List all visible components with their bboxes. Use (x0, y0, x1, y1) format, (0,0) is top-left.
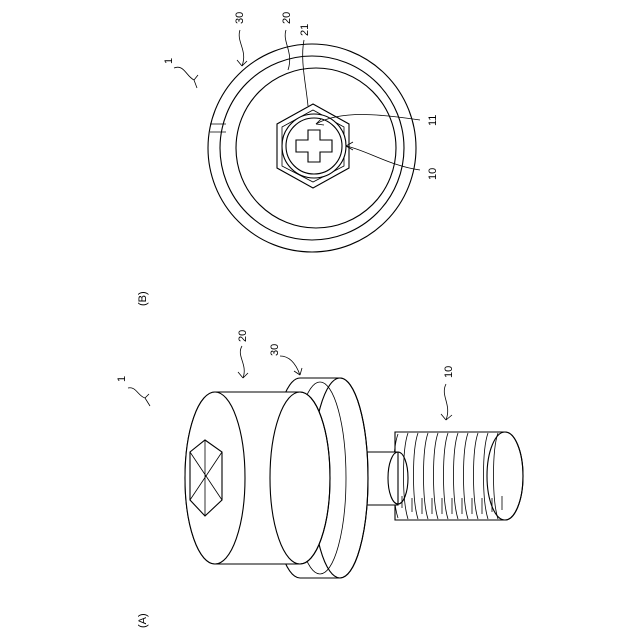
leader-1-b (174, 67, 194, 80)
ref-1-b: 1 (163, 58, 175, 64)
leader-20-b (285, 30, 290, 70)
leader-30-a (280, 356, 300, 375)
ref-30-b: 30 (234, 12, 246, 24)
ref-20-a: 20 (237, 330, 249, 342)
leader-1-a (128, 388, 145, 398)
leader-21-b (303, 40, 308, 106)
bolt-head (185, 392, 330, 564)
leader-10-b (346, 146, 420, 170)
ref-1-a: 1 (116, 376, 128, 382)
ref-10-b: 10 (427, 168, 439, 180)
view-a-caption: (A) (137, 613, 149, 628)
leader-30-b (239, 30, 244, 66)
shaft-neck (365, 452, 398, 505)
threaded-shaft (394, 432, 524, 520)
leader-10-a (444, 384, 447, 420)
ref-11-b: 11 (427, 115, 439, 126)
view-b-caption: (B) (137, 291, 149, 306)
ref-30-a: 30 (269, 344, 281, 356)
view-a-side-view (185, 378, 523, 578)
ref-10-a: 10 (443, 366, 455, 378)
hex-socket (190, 440, 222, 516)
ref-21-b: 21 (299, 24, 311, 36)
ref-20-b: 20 (281, 12, 293, 24)
washer-split (210, 124, 226, 132)
view-b-end-view (208, 44, 416, 252)
leader-20-a (240, 346, 244, 378)
